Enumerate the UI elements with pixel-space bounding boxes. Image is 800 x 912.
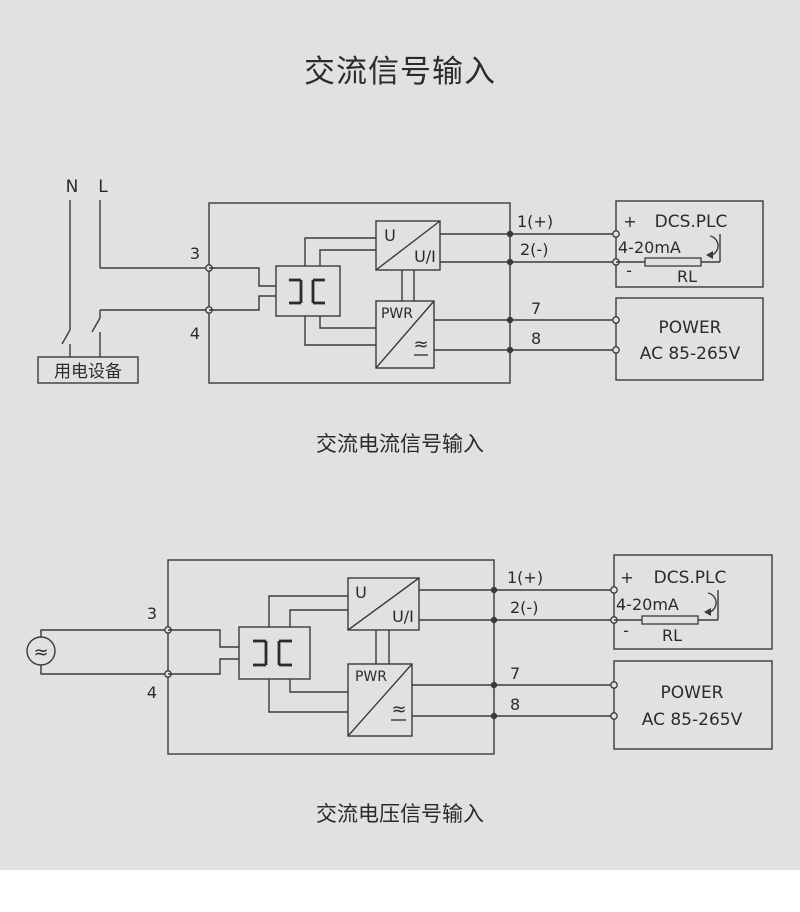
pwr-ac-symbol: ≈ xyxy=(413,334,428,355)
load-device-label: 用电设备 xyxy=(54,362,122,382)
pwr-label: PWR xyxy=(381,306,413,322)
dcs-minus-label: - xyxy=(626,261,632,280)
switch-l xyxy=(91,317,101,333)
transformer-symbol xyxy=(289,278,325,305)
dcs-plus-label: + xyxy=(620,568,633,587)
converter-ui-label: U/I xyxy=(414,247,436,266)
terminal-7-node xyxy=(506,316,514,324)
transformer-box xyxy=(238,626,311,680)
module-box xyxy=(167,559,495,755)
dcs-plc-label: DCS.PLC xyxy=(654,568,727,588)
terminal-3-label: 3 xyxy=(147,604,157,623)
transformer-box xyxy=(275,265,341,317)
page-title: 交流信号输入 xyxy=(304,54,496,90)
dcs-minus-label: - xyxy=(623,621,629,640)
transformer-symbol xyxy=(253,639,292,667)
load-resistor xyxy=(644,257,702,267)
current-loop-arrow xyxy=(709,235,719,256)
terminal-2-node xyxy=(506,258,514,266)
terminal-8-label: 8 xyxy=(510,695,520,714)
converter-u-label: U xyxy=(384,226,396,245)
current-loop-arrow xyxy=(707,592,717,613)
power-supply-box xyxy=(615,297,764,381)
load-resistor-label: RL xyxy=(662,626,682,645)
power-supply-line2: AC 85-265V xyxy=(642,710,743,730)
supply-n-label: N xyxy=(66,177,79,197)
power-supply-box xyxy=(613,660,773,750)
terminal-1-node xyxy=(490,586,498,594)
terminal-7-label: 7 xyxy=(510,664,520,683)
load-resistor-label: RL xyxy=(677,267,697,286)
converter-ui-label: U/I xyxy=(392,607,414,626)
converter-u-label: U xyxy=(355,583,367,602)
terminal-3-label: 3 xyxy=(190,244,200,263)
supply-l-label: L xyxy=(98,177,108,197)
terminal-1-node xyxy=(506,230,514,238)
module-box xyxy=(208,202,511,384)
terminal-1-label: 1(+) xyxy=(507,568,543,587)
terminal-8-node xyxy=(490,712,498,720)
load-device-box xyxy=(37,356,139,384)
pwr-ac-symbol: ≈ xyxy=(391,699,406,720)
terminal-7-label: 7 xyxy=(531,299,541,318)
dcs-plus-label: + xyxy=(623,212,636,231)
ac-source-symbol: ≈ xyxy=(33,642,48,663)
voltage-diagram-caption: 交流电压信号输入 xyxy=(316,802,484,826)
dcs-plc-box xyxy=(615,200,764,288)
switch-n xyxy=(61,329,71,345)
pwr-box xyxy=(347,663,413,737)
terminal-8-label: 8 xyxy=(531,329,541,348)
terminal-2-node xyxy=(490,616,498,624)
terminal-1-label: 1(+) xyxy=(517,212,553,231)
power-supply-line1: POWER xyxy=(659,318,722,338)
power-supply-line2: AC 85-265V xyxy=(640,344,741,364)
ui-converter-box xyxy=(375,220,441,271)
terminal-2-label: 2(-) xyxy=(510,598,538,617)
dcs-plc-box xyxy=(613,554,773,650)
pwr-box xyxy=(375,300,435,369)
terminal-7-node xyxy=(490,681,498,689)
current-input-diagram: N L 用电设备 3 4 U U/I PWR ≈ xyxy=(37,177,764,384)
dcs-signal-label: 4-20mA xyxy=(618,238,681,257)
terminal-4-label: 4 xyxy=(147,683,157,702)
ui-converter-box xyxy=(347,577,420,631)
dcs-plc-label: DCS.PLC xyxy=(655,212,728,232)
power-supply-line1: POWER xyxy=(661,683,724,703)
terminal-8-node xyxy=(506,346,514,354)
background-panel xyxy=(0,0,800,870)
load-resistor xyxy=(641,615,699,625)
dcs-signal-label: 4-20mA xyxy=(616,595,679,614)
pwr-label: PWR xyxy=(355,669,387,685)
voltage-input-diagram: ≈ 3 4 U U/I PWR ≈ 1(+) 2(-) 7 8 xyxy=(26,554,773,755)
terminal-4-label: 4 xyxy=(190,324,200,343)
current-diagram-caption: 交流电流信号输入 xyxy=(316,432,484,456)
terminal-2-label: 2(-) xyxy=(520,240,548,259)
